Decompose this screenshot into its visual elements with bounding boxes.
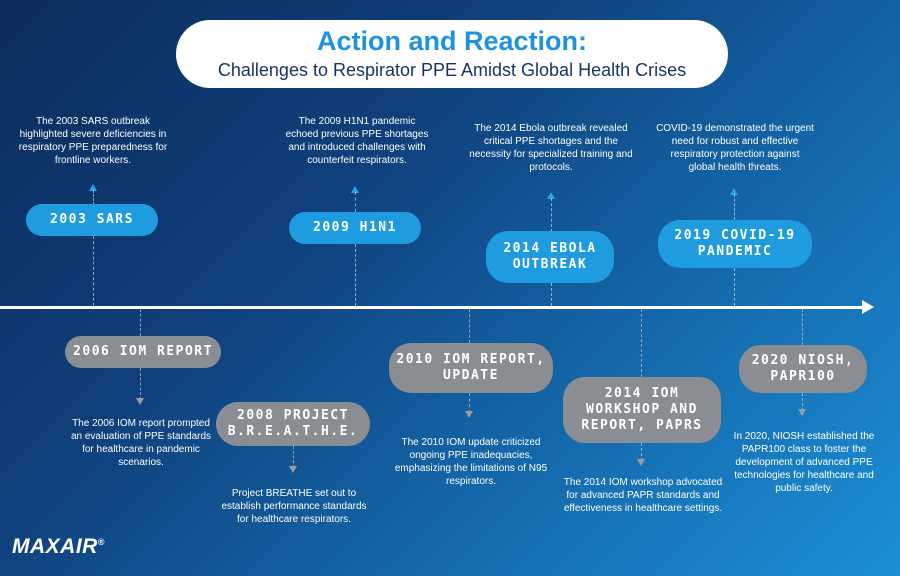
connector-line xyxy=(355,244,356,306)
event-pill-2006-iom: 2006 IOM REPORT xyxy=(65,336,221,368)
page-title: Action and Reaction: xyxy=(316,26,587,56)
event-pill-2014-ebola: 2014 EBOLA OUTBREAK xyxy=(486,231,614,283)
title-box: Action and Reaction: Challenges to Respi… xyxy=(176,20,728,88)
up-arrow-icon xyxy=(351,186,359,193)
event-description: The 2006 IOM report prompted an evaluati… xyxy=(70,418,212,468)
down-arrow-icon xyxy=(136,398,144,405)
up-arrow-icon xyxy=(547,192,555,199)
connector-line xyxy=(802,309,803,345)
event-description: The 2010 IOM update criticized ongoing P… xyxy=(394,437,548,487)
timeline-arrow-icon xyxy=(862,300,874,314)
event-pill-2009-h1n1: 2009 H1N1 xyxy=(289,212,421,244)
event-pill-2020-niosh: 2020 NIOSH, PAPR100 xyxy=(739,345,867,393)
down-arrow-icon xyxy=(637,459,645,466)
connector-line xyxy=(641,309,642,377)
event-pill-2010-iom: 2010 IOM REPORT, UPDATE xyxy=(389,343,553,393)
event-description: Project BREATHE set out to establish per… xyxy=(221,488,367,525)
timeline-axis xyxy=(0,306,866,309)
event-pill-2008-breathe: 2008 PROJECT B.R.E.A.T.H.E. xyxy=(216,402,370,446)
event-description: The 2014 IOM workshop advocated for adva… xyxy=(563,477,723,514)
event-description: The 2014 Ebola outbreak revealed critica… xyxy=(469,123,633,173)
down-arrow-icon xyxy=(798,409,806,416)
event-pill-2019-covid: 2019 COVID-19 PANDEMIC xyxy=(658,220,812,268)
registered-mark-icon: ® xyxy=(97,537,105,547)
connector-line xyxy=(140,368,141,400)
event-pill-2014-iom: 2014 IOM WORKSHOP AND REPORT, PAPRS xyxy=(563,377,721,443)
connector-line xyxy=(293,446,294,468)
connector-line xyxy=(469,309,470,343)
connector-line xyxy=(802,393,803,411)
event-pill-2003-sars: 2003 SARS xyxy=(26,204,158,236)
connector-line xyxy=(734,194,735,220)
connector-line xyxy=(734,268,735,306)
event-description: In 2020, NIOSH established the PAPR100 c… xyxy=(733,431,875,494)
maxair-logo: MAXAIR® xyxy=(12,535,105,559)
up-arrow-icon xyxy=(730,188,738,195)
connector-line xyxy=(469,393,470,413)
connector-line xyxy=(140,309,141,336)
page-subtitle: Challenges to Respirator PPE Amidst Glob… xyxy=(217,60,687,80)
connector-line xyxy=(93,236,94,306)
up-arrow-icon xyxy=(89,184,97,191)
logo-text: MAXAIR xyxy=(12,535,98,558)
event-description: The 2003 SARS outbreak highlighted sever… xyxy=(18,116,168,166)
connector-line xyxy=(551,198,552,232)
connector-line xyxy=(551,283,552,306)
connector-line xyxy=(93,190,94,205)
connector-line xyxy=(355,192,356,212)
down-arrow-icon xyxy=(465,411,473,418)
event-description: The 2009 H1N1 pandemic echoed previous P… xyxy=(285,116,429,166)
event-description: COVID-19 demonstrated the urgent need fo… xyxy=(656,123,814,173)
connector-line xyxy=(641,443,642,461)
down-arrow-icon xyxy=(289,466,297,473)
